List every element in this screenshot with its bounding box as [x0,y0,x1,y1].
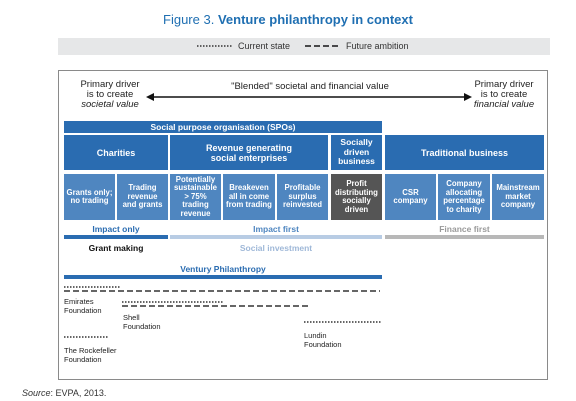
lundin-l2: Foundation [304,340,342,349]
band-finance-first-bar [385,235,544,239]
band-impact-only-bar [64,235,168,239]
sub-potential-l2: sustainable [174,183,217,193]
legend-future-label: Future ambition [346,41,409,51]
sub-breakeven-l2: all in come [228,191,270,201]
sub-potential-l5: revenue [180,208,211,218]
legend-dashed-swatch [305,45,341,47]
category-socially-line2: driven [343,146,370,157]
sub-mainstream-l1: Mainstream [496,183,540,193]
sub-trading-l2: revenue [127,191,158,201]
sub-potential-l1: Potentially [175,174,216,184]
source-label: Source [22,388,51,398]
shell-l2: Foundation [123,322,161,331]
sub-allocating-l2: allocating [445,187,483,197]
legend-dotted-swatch [197,45,233,47]
category-traditional: Traditional business [385,135,544,170]
emirates-l1: Emirates [64,297,94,306]
spo-header: Social purpose organisation (SPOs) [64,121,382,133]
left-driver-line3: societal value [81,99,139,110]
lundin-foundation-label: Lundin Foundation [304,331,342,349]
category-charities: Charities [64,135,168,170]
sub-trading-l3: and grants [122,200,163,210]
sub-profit-dist-l1: Profit [346,179,367,188]
sub-profit-distributing: Profit distributing socially driven [331,174,382,220]
social-investment-label: Social investment [239,243,313,253]
figure-title-text: Venture philanthropy in context [217,12,413,27]
sub-csr-company: CSR company [385,174,436,220]
shell-foundation-label: Shell Foundation [123,313,161,331]
rockefeller-l1: The Rockefeller [64,346,117,355]
left-driver: Primary driver is to create societal val… [72,80,148,110]
category-socially-line1: Socially [340,137,373,148]
sub-mainstream-market: Mainstream market company [492,174,544,220]
sub-trading-l1: Trading [128,183,157,193]
figure-title: Figure 3. Venture philanthropy in contex… [0,12,576,27]
sub-breakeven: Breakeven all in come from trading [223,174,275,220]
emirates-foundation-label: Emirates Foundation [64,297,102,315]
sub-allocating-l4: to charity [446,204,482,214]
right-driver-line3: financial value [473,99,535,110]
sub-profit-dist-l4: driven [344,204,369,214]
diagram-frame [58,70,548,380]
sub-profitable-l1: Profitable [284,183,321,193]
sub-breakeven-l1: Breakeven [229,183,269,193]
venture-philanthropy-label: Ventury Philanthropy [180,264,266,274]
left-driver-line2: is to create [86,89,134,100]
category-revenue-line1: Revenue generating [205,142,293,153]
sub-allocating-l1: Company [446,179,482,188]
category-socially-driven: Socially driven business [331,135,382,170]
rockefeller-foundation-label: The Rockefeller Foundation [64,346,117,364]
right-driver-line2: is to create [480,89,528,100]
sub-profit-dist-l3: socially [342,196,371,205]
grant-making-label: Grant making [88,243,144,253]
sub-breakeven-l3: from trading [226,200,272,210]
sub-mainstream-l2: market [505,191,531,201]
sub-potentially-sustainable: Potentially sustainable > 75% trading re… [170,174,221,220]
sub-profitable-l2: surplus [288,191,317,201]
sub-potential-l3: > 75% [184,191,207,201]
right-driver: Primary driver is to create financial va… [466,80,542,110]
emirates-l2: Foundation [64,306,102,315]
shell-l1: Shell [123,313,140,322]
sub-potential-l4: trading [182,200,209,210]
band-impact-first-label: Impact first [253,224,299,234]
foundation-lines [64,286,382,338]
sub-allocating-l3: percentage [443,196,485,205]
legend-bar [58,38,550,55]
sub-profitable-surplus: Profitable surplus reinvested [277,174,328,220]
sub-grants-only: Grants only; no trading [64,174,115,220]
legend-current-label: Current state [238,41,291,51]
sub-csr-l2: company [393,196,428,205]
category-socially-line3: business [338,156,375,167]
right-driver-line1: Primary driver [474,79,534,90]
sub-company-allocating: Company allocating percentage to charity [438,174,490,220]
sub-mainstream-l3: company [500,200,536,210]
source-text: : EVPA, 2013. [50,388,107,398]
sub-profitable-l3: reinvested [282,200,322,210]
source-note: Source: EVPA, 2013. [22,388,106,398]
sub-grants-only-l2: no trading [70,196,109,205]
sub-csr-l1: CSR [402,187,419,197]
sub-trading-revenue: Trading revenue and grants [117,174,168,220]
sub-grants-only-l1: Grants only; [66,187,113,197]
blended-value-label: "Blended" societal and financial value [231,81,389,92]
band-finance-first-label: Finance first [439,224,490,234]
category-revenue-line2: social enterprises [210,152,288,163]
venture-philanthropy-bar [64,275,382,279]
category-revenue-generating: Revenue generating social enterprises [170,135,328,170]
band-impact-only-label: Impact only [92,224,140,234]
double-arrow [146,93,472,101]
left-driver-line1: Primary driver [80,79,140,90]
figure-label: Figure 3. [163,12,215,27]
lundin-l1: Lundin [304,331,327,340]
band-impact-first-bar [170,235,382,239]
sub-profit-dist-l2: distributing [335,187,378,197]
rockefeller-l2: Foundation [64,355,102,364]
